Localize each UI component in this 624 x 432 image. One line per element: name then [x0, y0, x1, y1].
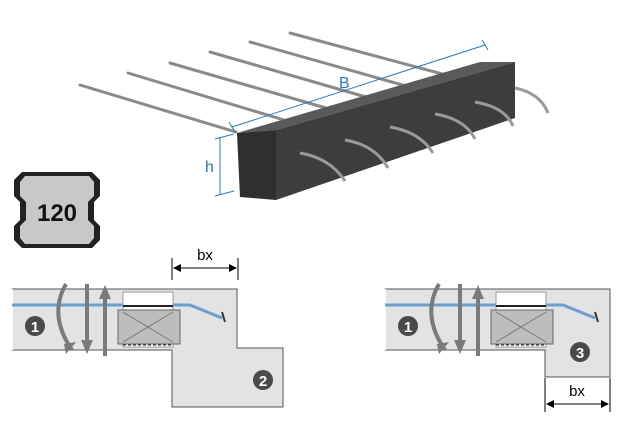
bx-label: bx — [569, 383, 585, 400]
marker-1: 1 — [404, 319, 412, 336]
dimension-b-line — [231, 44, 486, 128]
fire-rating-value: 120 — [37, 200, 77, 227]
marker-3-circle — [570, 342, 590, 362]
marker-1-circle — [25, 316, 45, 336]
dimension-b-label: B — [339, 75, 350, 92]
detail-right: 1 3 bx — [384, 282, 611, 412]
dimension-h-label: h — [205, 159, 214, 176]
bx-label: bx — [197, 247, 213, 264]
stirrup-loops — [299, 86, 550, 182]
marker-2: 2 — [259, 373, 267, 390]
product-3d-view: B h — [78, 31, 550, 200]
marker-1-circle — [398, 316, 418, 336]
marker-2-circle — [253, 370, 273, 390]
insulation-element — [117, 291, 181, 348]
detail-left: 1 2 bx — [11, 247, 284, 408]
marker-3: 3 — [576, 345, 584, 362]
fire-rating-badge: 120 — [14, 172, 100, 248]
marker-1: 1 — [31, 319, 39, 336]
box-top-face — [237, 62, 515, 133]
insulation-element — [490, 291, 554, 348]
reinforcement-rods — [78, 31, 448, 134]
box-front-face — [276, 62, 515, 200]
box-end-face — [237, 130, 276, 200]
